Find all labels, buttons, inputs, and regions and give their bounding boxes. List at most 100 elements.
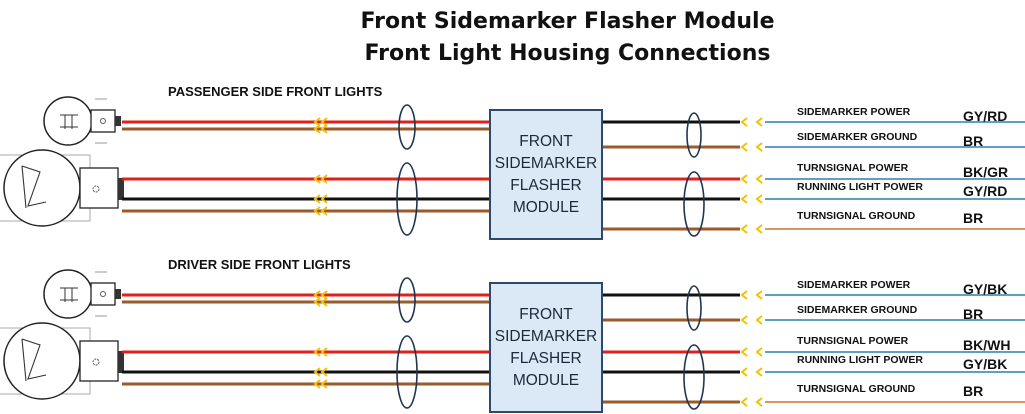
bulb-base [90, 109, 116, 133]
module-label-line: SIDEMARKER [494, 154, 598, 172]
wire-clamp [683, 344, 705, 410]
diagram-title: Front Sidemarker Flasher Module [360, 9, 775, 34]
module-label-line: FRONT [519, 305, 573, 323]
wire-clamp [396, 335, 418, 409]
lamp-filament [21, 338, 47, 382]
wire-clamp [683, 171, 705, 237]
connector-chevron [320, 124, 328, 134]
section-heading-driver: DRIVER SIDE FRONT LIGHTS [168, 257, 351, 272]
connector-chevron [313, 117, 321, 127]
wire-clamp [686, 112, 702, 158]
connector-chevron [740, 174, 748, 184]
connector-chevron [320, 194, 328, 204]
connector-chevron [320, 117, 328, 127]
signal-label: TURNSIGNAL GROUND [797, 383, 916, 395]
connector-chevron [755, 397, 763, 407]
wire-clamp [398, 277, 416, 323]
connector-chevron [755, 315, 763, 325]
connector-chevron [755, 347, 763, 357]
lamp-terminal [118, 351, 124, 373]
wire-clamp [396, 162, 418, 236]
signal-label: SIDEMARKER POWER [797, 279, 911, 291]
bulb-contact [100, 291, 106, 297]
connector-chevron [320, 379, 328, 389]
signal-label: TURNSIGNAL POWER [797, 335, 909, 347]
signal-label: SIDEMARKER GROUND [797, 304, 918, 316]
bulb-housing-outline [95, 271, 107, 317]
connector-chevron [740, 367, 748, 377]
wire-clamp [398, 104, 416, 150]
lamp-base [79, 340, 119, 382]
connector-chevron [740, 347, 748, 357]
bulb-terminal [115, 116, 121, 126]
bulb-contact [100, 118, 106, 124]
connector-chevron [313, 367, 321, 377]
wire-color-code: BK/GR [963, 164, 1009, 180]
connector-chevron [313, 124, 321, 134]
wire-color-code: BR [963, 383, 984, 399]
lamp-base [79, 167, 119, 209]
flasher-module-driver: FRONT SIDEMARKER FLASHER MODULE [489, 282, 603, 413]
wire-color-code: BR [963, 133, 984, 149]
wire-clamp [686, 285, 702, 331]
connector-chevron [320, 174, 328, 184]
connector-chevron [320, 367, 328, 377]
bulb-housing-outline [95, 98, 107, 144]
lamp-filament [21, 165, 47, 209]
signal-label: SIDEMARKER GROUND [797, 131, 918, 143]
signal-label: RUNNING LIGHT POWER [797, 181, 923, 193]
connector-chevron [313, 174, 321, 184]
connector-chevron [755, 194, 763, 204]
connector-chevron [320, 347, 328, 357]
signal-label: RUNNING LIGHT POWER [797, 354, 923, 366]
lamp-contact [92, 185, 100, 193]
connector-chevron [313, 297, 321, 307]
wire-color-code: GY/BK [963, 356, 1008, 372]
connector-chevron [740, 315, 748, 325]
module-label-line: FLASHER [510, 176, 582, 194]
connector-chevron [755, 174, 763, 184]
connector-chevron [755, 290, 763, 300]
bulb-glass [43, 269, 93, 319]
connector-chevron [320, 290, 328, 300]
section-heading-passenger: PASSENGER SIDE FRONT LIGHTS [168, 84, 383, 99]
connector-chevron [740, 142, 748, 152]
module-label-line: MODULE [512, 198, 580, 216]
wire-color-code: BK/WH [963, 337, 1011, 353]
connector-chevron [740, 224, 748, 234]
flasher-module-passenger: FRONT SIDEMARKER FLASHER MODULE [489, 109, 603, 240]
lamp-glass [3, 322, 81, 400]
connector-chevron [320, 206, 328, 216]
bulb-filament [60, 287, 78, 302]
diagram-subtitle: Front Light Housing Connections [364, 41, 771, 66]
connector-chevron [755, 142, 763, 152]
lamp-terminal [118, 178, 124, 200]
connector-chevron [755, 224, 763, 234]
wire-color-code: GY/BK [963, 281, 1008, 297]
connector-chevron [740, 397, 748, 407]
signal-label: TURNSIGNAL GROUND [797, 210, 916, 222]
bulb-terminal [115, 289, 121, 299]
lamp-contact [92, 358, 100, 366]
module-label-line: FLASHER [510, 349, 582, 367]
wire-color-code: BR [963, 306, 984, 322]
signal-label: TURNSIGNAL POWER [797, 162, 909, 174]
signal-label: SIDEMARKER POWER [797, 106, 911, 118]
module-label-line: MODULE [512, 371, 580, 389]
bulb-filament [60, 114, 78, 129]
bulb-glass [43, 96, 93, 146]
connector-chevron [313, 379, 321, 389]
module-label-line: FRONT [519, 132, 573, 150]
wire-color-code: GY/RD [963, 108, 1008, 124]
module-label-line: SIDEMARKER [494, 327, 598, 345]
connector-chevron [755, 117, 763, 127]
bulb-base [90, 282, 116, 306]
connector-chevron [755, 367, 763, 377]
wire-color-code: BR [963, 210, 984, 226]
connector-chevron [313, 206, 321, 216]
connector-chevron [740, 117, 748, 127]
wire-color-code: GY/RD [963, 183, 1008, 199]
connector-chevron [320, 297, 328, 307]
